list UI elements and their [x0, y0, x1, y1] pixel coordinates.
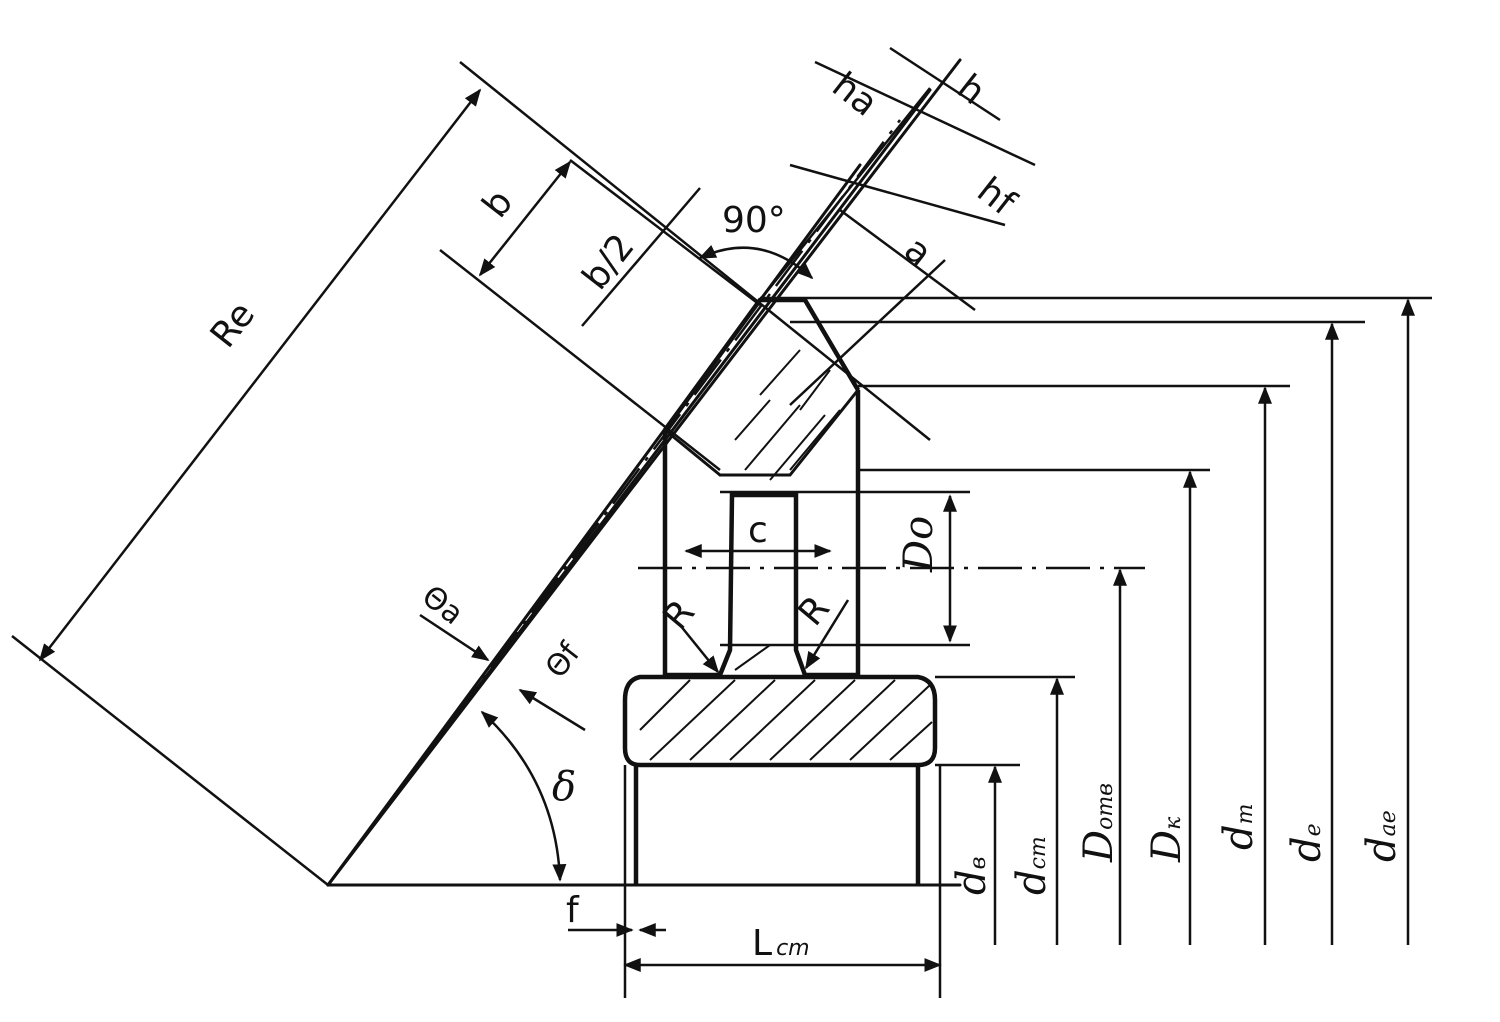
label-ha: ha [824, 65, 885, 125]
label-dae-sub: ae [1376, 810, 1401, 836]
label-b-half: b/2 [575, 227, 643, 298]
label-dk-main: D [1144, 830, 1190, 863]
label-dst-sub: cm [1026, 836, 1051, 869]
label-dm: dm [1216, 804, 1262, 850]
label-f: f [566, 890, 580, 931]
gear-body-outline [622, 297, 942, 998]
label-dv-sub: в [966, 857, 991, 870]
label-dk: Dк [1144, 816, 1190, 863]
label-a: a [896, 229, 939, 275]
label-delta: δ [552, 764, 576, 810]
label-theta-a: Θa [415, 579, 470, 632]
labels: Re b b/2 90° ha h hf a c Do R R Θa Θf δ … [203, 65, 1405, 964]
label-dotv-sub: отв [1093, 783, 1118, 830]
label-dm-main: d [1216, 824, 1262, 850]
height-dimension-lines [759, 46, 1036, 406]
label-lst-main: L [752, 923, 772, 964]
label-dv-main: d [949, 869, 995, 895]
label-angle-90: 90° [722, 200, 786, 241]
label-dst: dcm [1009, 836, 1055, 895]
label-dae: dae [1359, 810, 1405, 862]
label-dv: dв [949, 857, 995, 895]
label-do: Do [896, 516, 942, 573]
re-dimension [11, 61, 931, 886]
diameter-arrows [943, 298, 1415, 945]
label-dk-sub: к [1161, 816, 1186, 830]
label-de-sub: e [1301, 823, 1326, 836]
b-dimension [439, 159, 761, 471]
misc-dimension-arrows [419, 245, 942, 972]
label-re: Re [203, 294, 263, 355]
label-b: b [475, 182, 521, 225]
label-c: c [748, 510, 768, 551]
label-theta-f: Θf [539, 635, 589, 685]
label-dst-main: d [1009, 869, 1055, 895]
label-dm-sub: m [1233, 804, 1258, 825]
cone-lines [326, 58, 962, 887]
label-lst-sub: cm [776, 936, 810, 961]
label-dotv-main: D [1076, 830, 1122, 863]
label-dae-main: d [1359, 836, 1405, 862]
label-r-left: R [655, 592, 702, 638]
diameter-extension-lines [638, 296, 1432, 767]
label-dotv: Dотв [1076, 783, 1122, 863]
label-de-main: d [1284, 836, 1330, 862]
section-hatching [639, 349, 933, 761]
label-de: de [1284, 823, 1330, 862]
label-h: h [949, 67, 992, 113]
